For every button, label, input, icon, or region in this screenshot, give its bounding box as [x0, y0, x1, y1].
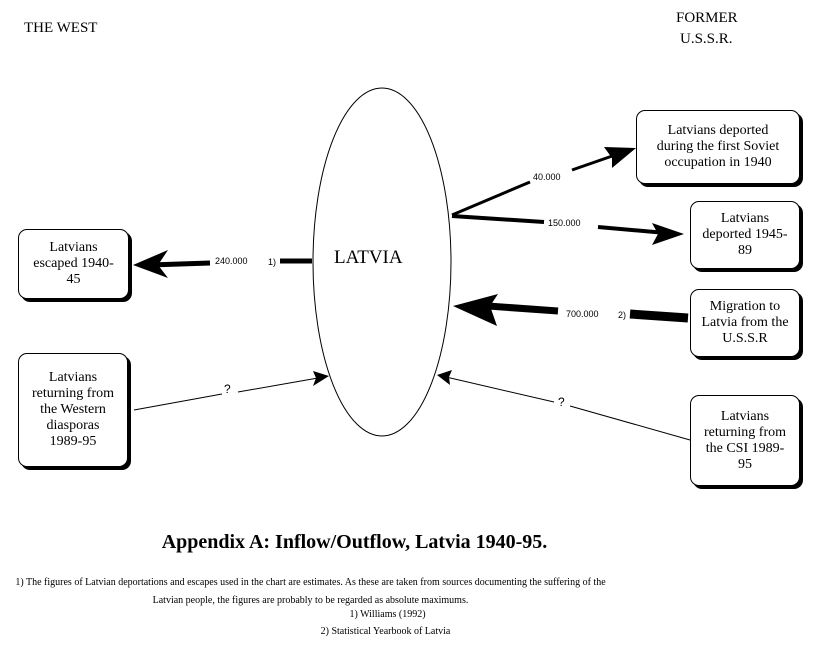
flow-ref-migration: 2) — [618, 310, 627, 320]
box-returning-west-line: diasporas — [46, 418, 100, 433]
flow-label-migration: 700.000 — [566, 309, 599, 319]
flow-label-deported-1940: 40.000 — [533, 172, 561, 182]
box-escaped-line: Latvians — [49, 240, 98, 255]
reference-1: 1) Williams (1992) — [349, 609, 426, 620]
box-returning-csi-line: Latvians — [720, 408, 770, 424]
box-returning-csi-line: returning from — [703, 424, 787, 440]
arrow-deported-1945 — [451, 214, 684, 245]
box-escaped-line: escaped 1940- — [33, 256, 114, 271]
box-escaped-line: 45 — [66, 272, 81, 287]
box-returning-west-line: Latvians — [48, 370, 98, 385]
box-deported-1945-line: 89 — [738, 243, 752, 258]
box-deported-1945: Latvians deported 1945- 89 — [690, 201, 800, 269]
diagram-title: Appendix A: Inflow/Outflow, Latvia 1940-… — [161, 531, 548, 553]
box-escaped: Latvians escaped 1940- 45 — [18, 229, 129, 299]
box-deported-1940-line: occupation in 1940 — [664, 155, 772, 170]
box-returning-west: Latvians returning from the Western dias… — [18, 353, 128, 467]
box-deported-1945-line: Latvians — [720, 211, 770, 226]
latvia-ellipse — [312, 87, 452, 437]
region-west: THE WEST — [24, 20, 98, 36]
box-returning-west-line: the Western — [40, 402, 106, 417]
box-deported-1945-line: deported 1945- — [702, 227, 788, 242]
box-deported-1940: Latvians deported during the first Sovie… — [636, 110, 800, 184]
footnote-line1: 1) The figures of Latvian deportations a… — [15, 577, 606, 588]
box-returning-csi: Latvians returning from the CSI 1989- 95 — [690, 395, 800, 486]
region-ussr-line2: U.S.S.R. — [680, 31, 733, 47]
arrow-deported-1940 — [451, 147, 636, 217]
flow-label-returning-csi: ? — [558, 395, 565, 409]
box-deported-1940-line: during the first Soviet — [656, 139, 780, 154]
flow-label-escaped: 240.000 — [215, 256, 248, 266]
box-returning-csi-line: the CSI 1989- — [705, 440, 785, 456]
flow-label-deported-1945: 150.000 — [548, 218, 581, 228]
box-migration-line: Migration to — [709, 299, 781, 314]
flow-label-returning-west: ? — [224, 382, 231, 396]
box-deported-1940-line: Latvians deported — [667, 123, 769, 138]
arrow-escaped — [133, 250, 312, 278]
box-migration-line: Latvia from the — [701, 315, 789, 330]
footnote-line2: Latvian people, the figures are probably… — [152, 595, 469, 606]
box-returning-west-line: 1989-95 — [49, 434, 97, 449]
box-migration-line: U.S.S.R — [722, 331, 768, 346]
flow-ref-escaped: 1) — [268, 257, 277, 267]
arrow-returning-west — [133, 371, 329, 411]
center-label: LATVIA — [334, 247, 403, 268]
box-returning-csi-line: 95 — [738, 456, 752, 472]
arrow-migration — [453, 294, 689, 326]
box-migration: Migration to Latvia from the U.S.S.R — [690, 289, 800, 357]
reference-2: 2) Statistical Yearbook of Latvia — [320, 626, 451, 637]
arrow-returning-csi — [437, 370, 691, 441]
region-ussr-line1: FORMER — [676, 10, 738, 26]
box-returning-west-line: returning from — [31, 386, 115, 401]
